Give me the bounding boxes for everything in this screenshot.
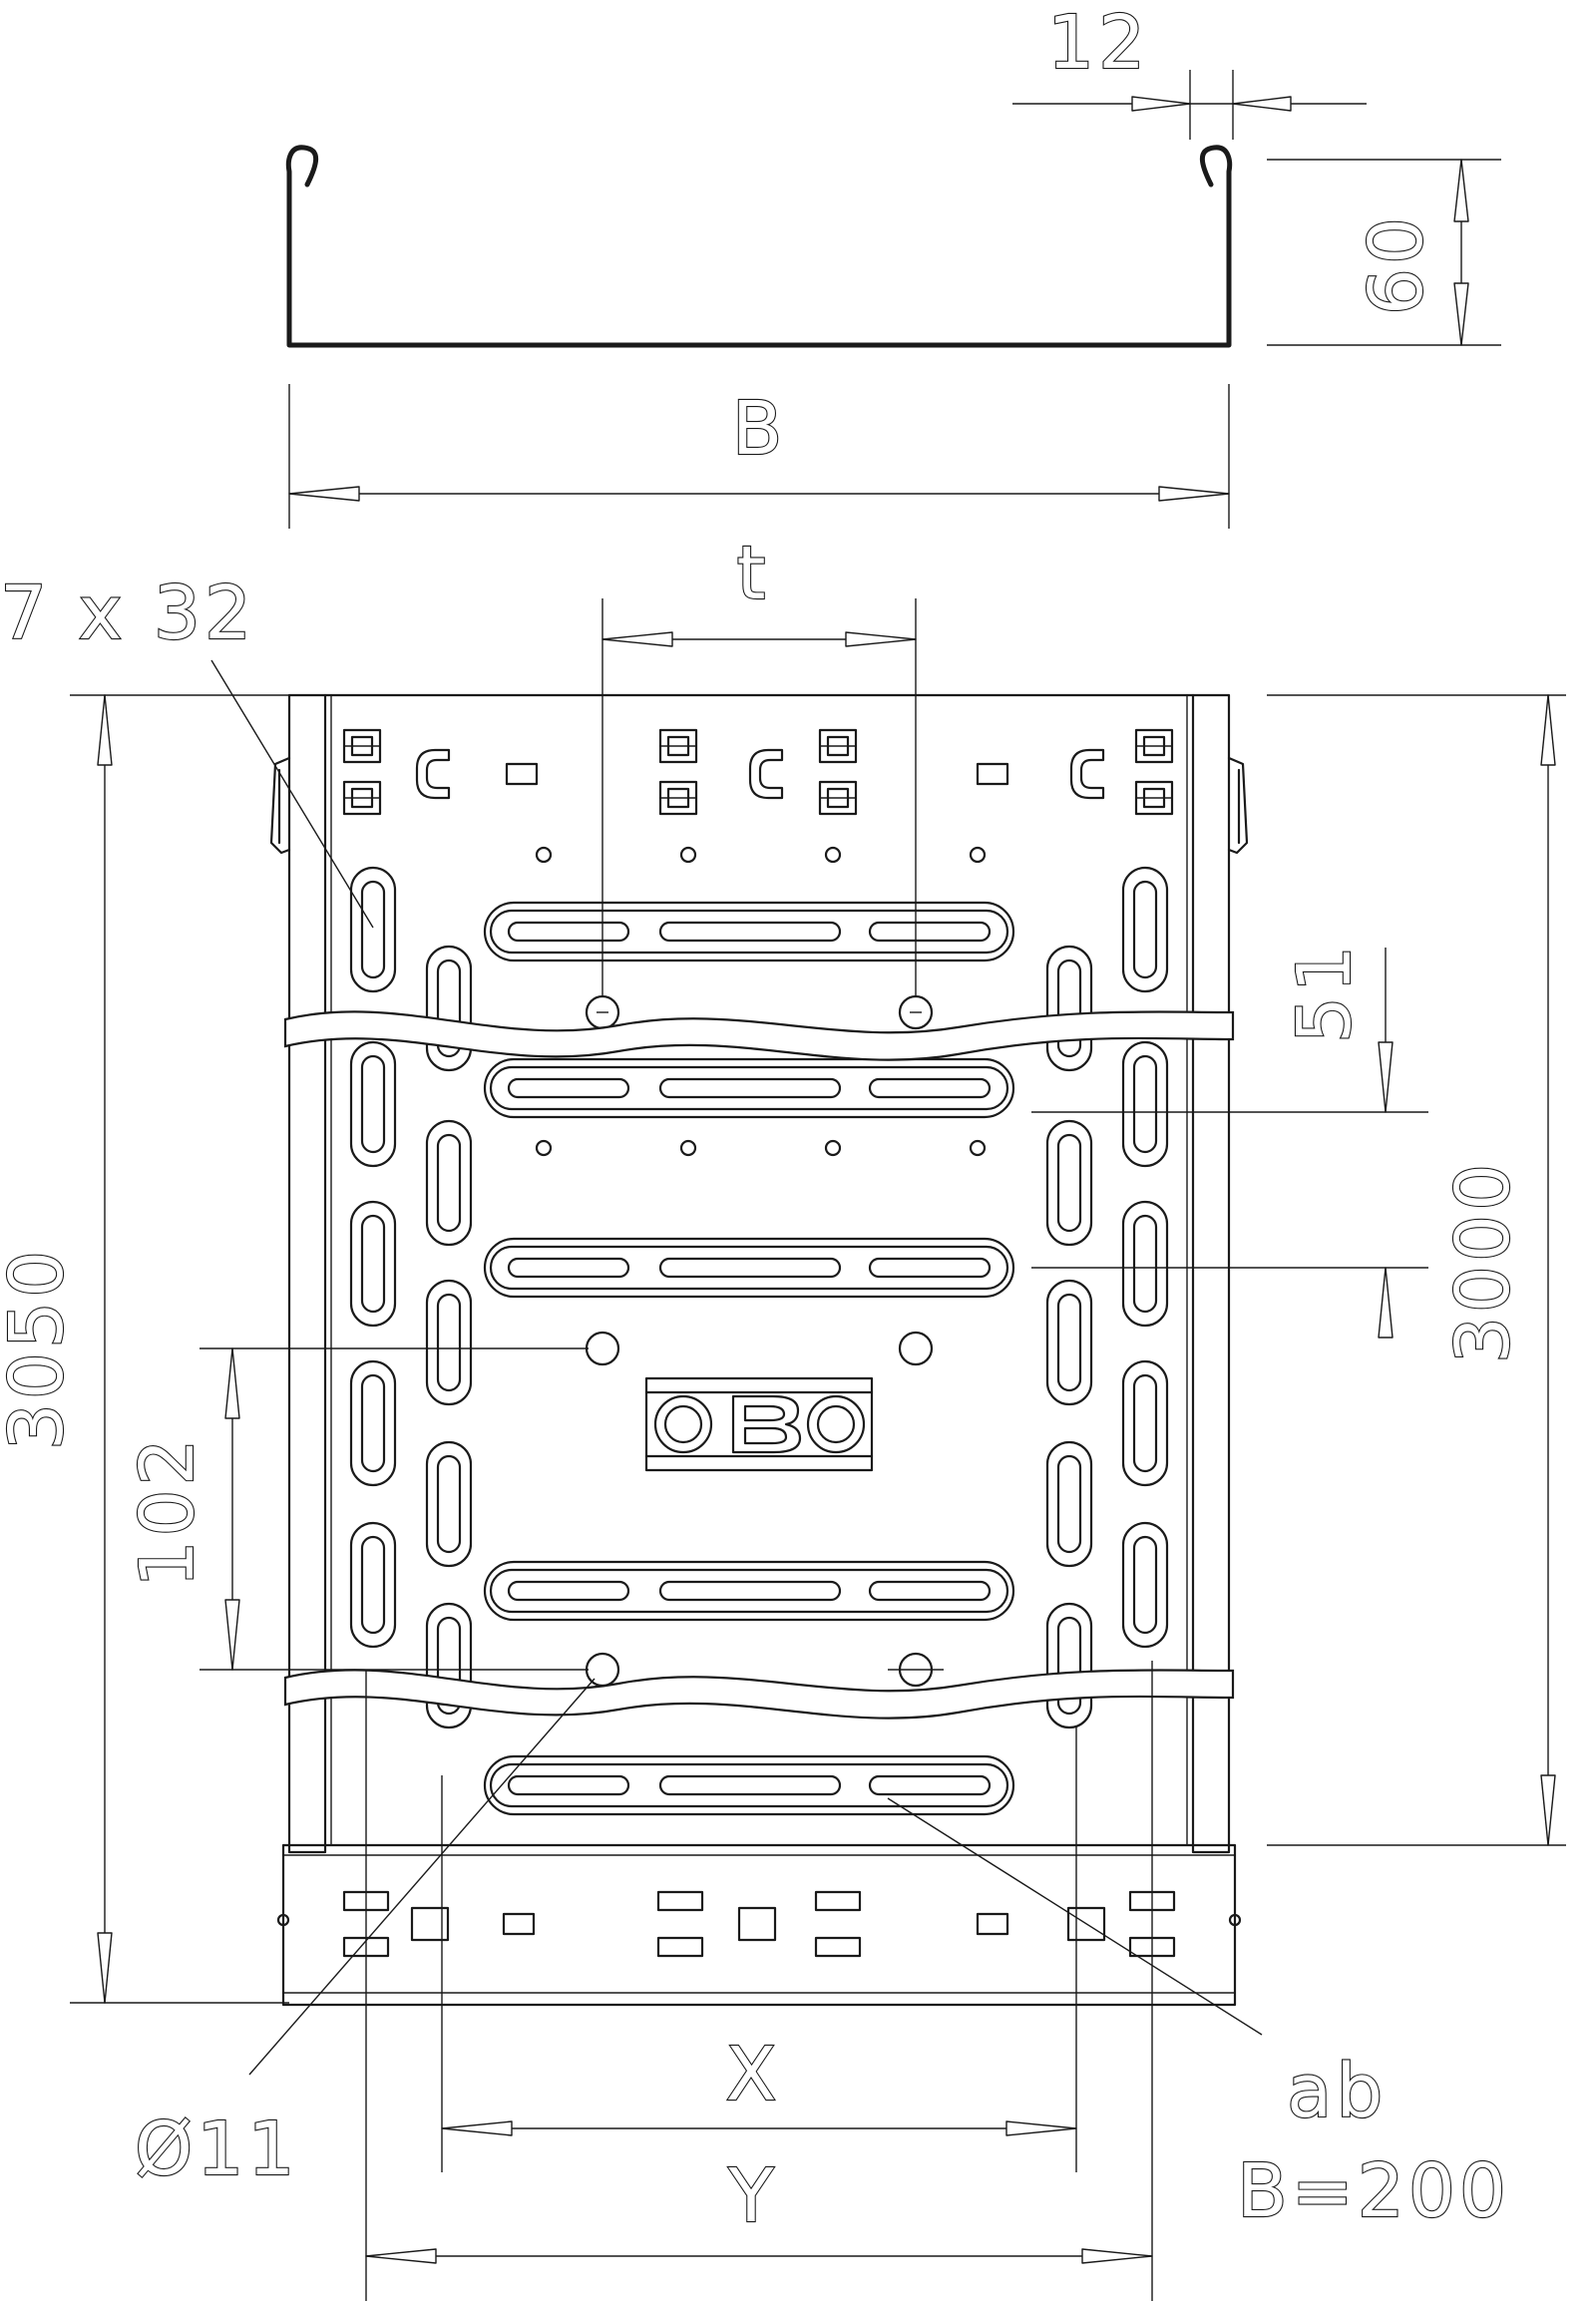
slot-pitch-label: 51: [1282, 942, 1368, 1043]
slot-size-callout: 7 x 32: [0, 570, 374, 929]
ab-label: ab: [1287, 2049, 1387, 2134]
slot-size-label: 7 x 32: [0, 571, 255, 656]
fixing-holes: [585, 994, 944, 1688]
total-length-label: 3050: [0, 1247, 80, 1450]
break-line-upper: [283, 1010, 1235, 1061]
pitch-label: t: [736, 531, 769, 616]
gap-label: 12: [1047, 0, 1149, 86]
obo-logo: [644, 1376, 874, 1472]
ab-callout: ab B=200: [887, 1797, 1510, 2235]
tray-plan-view: [269, 693, 1249, 2007]
hole-diameter-callout: Ø11: [134, 1678, 596, 2193]
cross-section-profile: [285, 145, 1233, 348]
vertical-slots-right-outer: [1121, 866, 1169, 1649]
b-value-label: B=200: [1237, 2148, 1510, 2234]
height-label: 60: [1354, 213, 1439, 315]
coupling-slots: [342, 1890, 1176, 1958]
x-dimension: X: [441, 1726, 1077, 2172]
x-label: X: [726, 2032, 781, 2117]
hole-spacing-dimension-102: 102: [124, 1347, 589, 1671]
y-dimension: Y: [365, 1661, 1153, 2301]
small-hole-row: [535, 846, 987, 1157]
slot-pitch-dimension-51: 51: [1031, 941, 1428, 1339]
vertical-slots-left-inner: [425, 945, 473, 1729]
hole-diameter-label: Ø11: [135, 2107, 298, 2192]
width-label: B: [732, 386, 787, 472]
y-label: Y: [727, 2153, 777, 2239]
useful-length-dimension-3000: 3000: [1267, 694, 1566, 1846]
hole-pitch-dimension-t: t: [601, 530, 917, 997]
width-dimension-b: B: [288, 384, 1230, 529]
total-length-dimension-3050: 3050: [0, 694, 289, 2004]
useful-length-label: 3000: [1440, 1160, 1526, 1363]
vertical-slots-right-inner: [1045, 945, 1093, 1729]
gap-dimension-12: 12: [1012, 0, 1367, 140]
vertical-slots-left-outer: [349, 866, 397, 1649]
hole-spacing-label: 102: [125, 1434, 210, 1587]
break-line-lower: [283, 1669, 1235, 1720]
connector-clip-row: [342, 728, 1174, 816]
height-dimension-60: 60: [1267, 159, 1501, 346]
